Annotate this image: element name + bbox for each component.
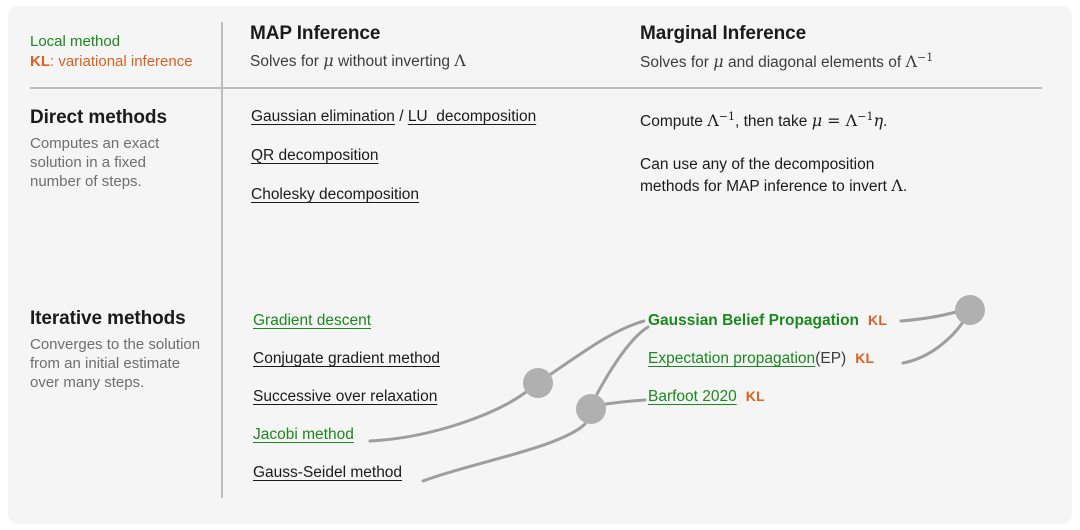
column-subtitle-map: Solves for μ without inverting Λ (250, 51, 466, 71)
method-link-gaussian-elimination[interactable]: Gaussian elimination (251, 108, 395, 125)
method-link-gaussian-belief-propagation[interactable]: Gaussian Belief Propagation (648, 312, 860, 329)
dm-l1-sup: −1 (718, 110, 735, 123)
method-link-conjugate-gradient-method[interactable]: Conjugate gradient method (253, 350, 440, 367)
row-title-iterative: Iterative methods (30, 308, 186, 329)
row-description-iterative: Converges to the solution from an initia… (30, 336, 201, 391)
map-subtitle-lambda: Λ (454, 51, 466, 70)
column-title-marginal: Marginal Inference (640, 23, 807, 44)
expectation-propagation-abbrev: (EP) (815, 350, 847, 367)
method-link-gauss-seidel-method[interactable]: Gauss-Seidel method (253, 464, 403, 481)
method-link-gradient-descent[interactable]: Gradient descent (253, 312, 372, 329)
dm-l2-lambda: Λ (891, 176, 903, 196)
method-row: Expectation propagation (EP) KL (648, 350, 887, 388)
cell-iterative-map: Gradient descent Conjugate gradient meth… (253, 312, 440, 502)
method-row: Gauss-Seidel method (253, 464, 440, 502)
method-separator: / (394, 108, 408, 125)
legend: Local method KL: variational inference (30, 32, 193, 72)
dm-l1-eq: = (822, 111, 846, 131)
dm-l2-a: Can use any of the decomposition (640, 156, 875, 174)
marg-subtitle-lambda: Λ (905, 52, 918, 72)
row-description-direct: Computes an exact solution in a fixed nu… (30, 135, 160, 190)
method-link-cholesky-decomposition[interactable]: Cholesky decomposition (251, 186, 420, 203)
column-subtitle-marginal: Solves for μ and diagonal elements of Λ−… (640, 51, 933, 72)
row-label-iterative: Iterative methods Converges to the solut… (30, 308, 205, 392)
legend-kl-badge: KL (30, 53, 50, 70)
cell-direct-marginal: Compute Λ−1, then take μ = Λ−1η. Can use… (640, 106, 1020, 197)
legend-kl-text: : variational inference (50, 53, 193, 70)
method-link-lu-decomposition[interactable]: LU decomposition (407, 108, 537, 125)
dm-l1-sup2: −1 (857, 110, 874, 123)
dm-l2-b: methods for MAP inference to invert (640, 178, 892, 196)
kl-badge: KL (855, 350, 875, 366)
method-row: Barfoot 2020 KL (648, 388, 887, 426)
direct-marginal-line-1: Compute Λ−1, then take μ = Λ−1η. (640, 106, 1020, 132)
method-row: Conjugate gradient method (253, 350, 440, 388)
column-divider (221, 22, 223, 498)
dm-l1-b: , then take (734, 113, 812, 131)
method-row: QR decomposition (251, 147, 536, 186)
legend-local-method: Local method (30, 33, 121, 50)
map-subtitle-prefix: Solves for (250, 53, 324, 70)
method-row: Cholesky decomposition (251, 186, 536, 225)
map-subtitle-mid: without inverting (333, 53, 455, 70)
method-row: Successive over relaxation (253, 388, 440, 426)
cell-direct-map: Gaussian elimination / LU decomposition … (251, 108, 536, 225)
marg-subtitle-mid: and diagonal elements of (723, 54, 906, 72)
method-row: Gaussian elimination / LU decomposition (251, 108, 536, 147)
figure-card (8, 6, 1072, 524)
header-divider (30, 87, 1042, 89)
method-row: Gaussian Belief Propagation KL (648, 312, 887, 350)
dm-l1-eta: η (873, 111, 884, 131)
row-label-direct: Direct methods Computes an exact solutio… (30, 107, 200, 191)
dm-l1-end: . (883, 113, 888, 131)
method-link-jacobi-method[interactable]: Jacobi method (253, 426, 354, 443)
direct-marginal-line-2: Can use any of the decomposition methods … (640, 154, 1020, 197)
column-header-map: MAP Inference Solves for μ without inver… (250, 23, 466, 71)
dm-l1-lambda: Λ (707, 111, 719, 131)
map-subtitle-mu: μ (323, 51, 334, 70)
method-link-successive-over-relaxation[interactable]: Successive over relaxation (253, 388, 438, 405)
kl-badge: KL (745, 388, 765, 404)
legend-kl: KL: variational inference (30, 52, 193, 72)
dm-l1-lambda2: Λ (845, 111, 858, 131)
method-link-expectation-propagation[interactable]: Expectation propagation (648, 350, 816, 367)
method-link-barfoot-2020[interactable]: Barfoot 2020 (648, 388, 737, 405)
method-row: Jacobi method (253, 426, 440, 464)
marg-subtitle-sup: −1 (917, 51, 934, 64)
dm-l2-end: . (902, 178, 908, 196)
dm-l1-a: Compute (640, 113, 708, 131)
column-title-map: MAP Inference (250, 23, 381, 44)
kl-badge: KL (868, 312, 888, 328)
row-title-direct: Direct methods (30, 107, 167, 128)
method-link-qr-decomposition[interactable]: QR decomposition (251, 147, 379, 164)
dm-l1-mu: μ (811, 111, 823, 131)
marg-subtitle-mu: μ (713, 52, 724, 72)
column-header-marginal: Marginal Inference Solves for μ and diag… (640, 23, 933, 72)
marg-subtitle-prefix: Solves for (640, 54, 714, 72)
method-row: Gradient descent (253, 312, 440, 350)
